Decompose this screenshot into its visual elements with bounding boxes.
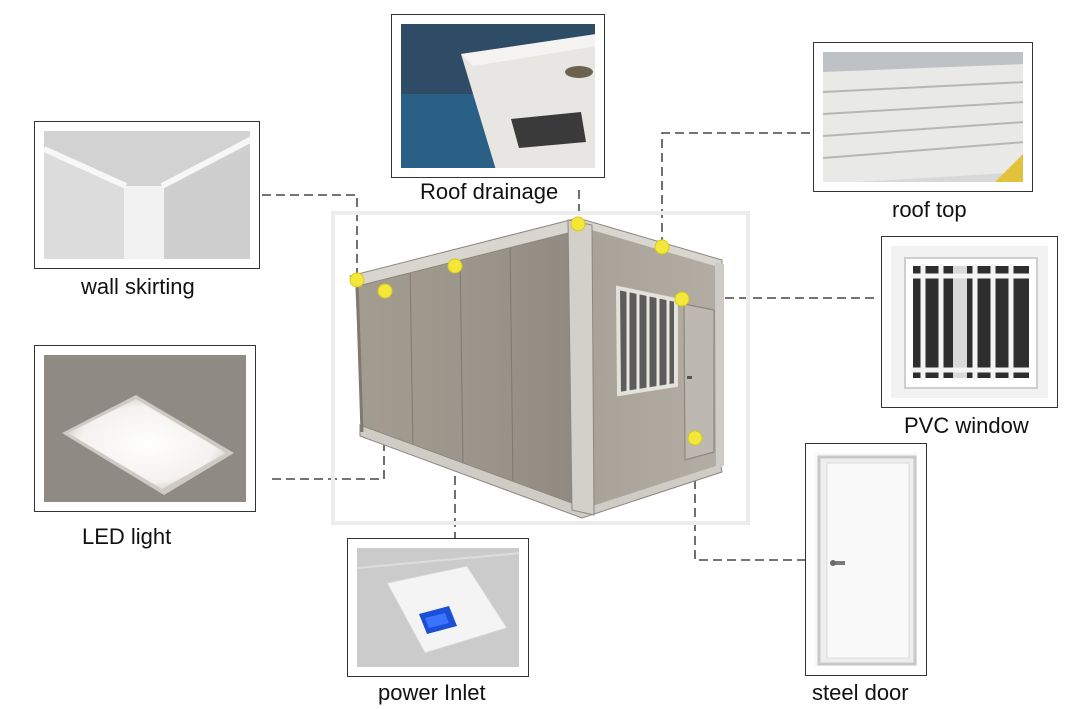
roof-top-photo-frame <box>813 42 1033 192</box>
roof-top-label: roof top <box>892 197 967 222</box>
marker-roof-top <box>654 239 670 255</box>
led-light-photo-frame <box>34 345 256 512</box>
steel-door-photo-frame <box>805 443 927 676</box>
leader-roof-top <box>661 132 810 246</box>
led-light-photo <box>44 355 246 502</box>
leader-led-light <box>272 292 385 480</box>
roof-drainage-photo <box>401 24 595 168</box>
power-inlet-photo <box>357 548 519 667</box>
marker-pvc-window <box>674 291 690 307</box>
power-inlet-label: power Inlet <box>378 680 486 705</box>
marker-roof-drainage <box>570 216 586 232</box>
roof-drainage-photo-frame <box>391 14 605 178</box>
marker-led-light <box>377 283 393 299</box>
wall-skirting-label: wall skirting <box>81 274 195 299</box>
roof-drainage-label: Roof drainage <box>420 179 559 204</box>
pvc-window-photo <box>891 246 1048 398</box>
steel-door-photo <box>815 453 917 666</box>
marker-wall-skirting <box>349 272 365 288</box>
marker-steel-door <box>687 430 703 446</box>
pvc-window-photo-frame <box>881 236 1058 408</box>
pvc-window-label: PVC window <box>904 413 1029 438</box>
steel-door-label: steel door <box>812 680 909 705</box>
wall-skirting-photo-frame <box>34 121 260 269</box>
roof-top-photo <box>823 52 1023 182</box>
leader-wall-skirting <box>262 194 358 280</box>
power-inlet-photo-frame <box>347 538 529 677</box>
led-light-label: LED light <box>82 524 172 549</box>
wall-skirting-photo <box>44 131 250 259</box>
marker-power-inlet <box>447 258 463 274</box>
